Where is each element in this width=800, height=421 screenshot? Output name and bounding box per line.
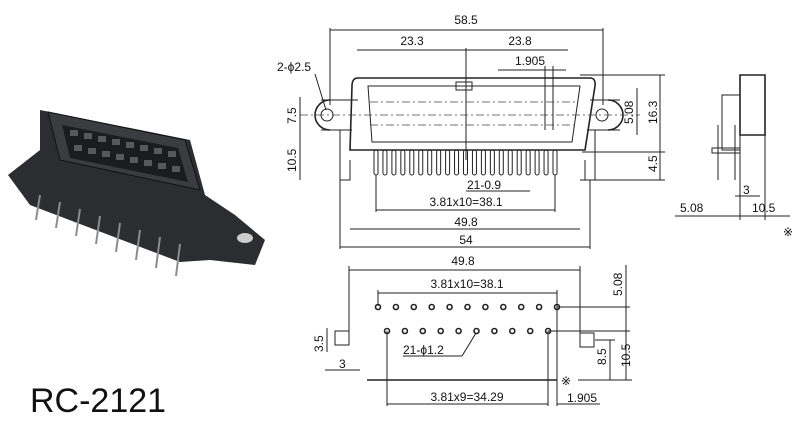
connector-photo-image <box>8 110 265 277</box>
pcb-hole <box>446 303 453 311</box>
pcb-dim-width: 49.8 <box>451 254 475 268</box>
dim-base-width: 54 <box>459 233 473 247</box>
pcb-hole <box>535 303 543 311</box>
front-pin <box>382 149 388 176</box>
pcb-hole <box>437 327 445 335</box>
pcb-hole <box>517 303 525 311</box>
front-pin <box>409 149 415 176</box>
front-pin <box>552 149 558 176</box>
side-dim-depth: 10.5 <box>752 201 776 215</box>
side-dim-pin-pos: 3 <box>743 183 750 197</box>
pcb-dim-top-row-span: 3.81x10=38.1 <box>430 277 503 291</box>
dim-pin-length: 10.5 <box>285 148 299 172</box>
front-pin <box>525 149 531 176</box>
pcb-hole <box>508 327 516 335</box>
pcb-note-mark: ※ <box>561 374 571 388</box>
pcb-hole <box>464 303 471 311</box>
dim-mount-holes: 2-ϕ2.5 <box>277 60 311 74</box>
pcb-dim-row-pitch: 5.08 <box>611 272 625 296</box>
pcb-hole <box>374 303 382 311</box>
front-pin <box>400 149 406 176</box>
pcb-hole <box>499 303 507 311</box>
front-view: 58.5 23.3 23.8 1.905 2-ϕ2.5 7.5 10.5 5.0… <box>277 13 665 249</box>
dim-lower-height: 4.5 <box>646 155 660 172</box>
dim-left-half: 23.3 <box>400 34 424 48</box>
front-pin <box>507 149 513 176</box>
front-pin <box>489 149 495 176</box>
front-pin <box>480 149 486 176</box>
front-pin <box>454 149 460 176</box>
dim-body-width: 49.8 <box>454 215 478 229</box>
model-number: RC-2121 <box>30 382 167 420</box>
pcb-dim-depth: 10.5 <box>619 343 633 367</box>
front-pin <box>418 149 424 176</box>
front-pin <box>391 149 397 176</box>
dim-pin-count-dia: 21-0.9 <box>467 178 501 192</box>
dim-overall-width: 58.5 <box>454 13 478 27</box>
pcb-dim-hole-dia: 21-ϕ1.2 <box>403 343 444 357</box>
pcb-dim-bottom-row-span: 3.81x9=34.29 <box>430 390 503 404</box>
front-pin <box>498 149 504 176</box>
front-pin <box>543 149 549 176</box>
dim-hole-height: 7.5 <box>285 107 299 124</box>
front-pin <box>516 149 522 176</box>
pcb-hole <box>526 327 534 335</box>
dim-row-pitch: 5.08 <box>622 100 636 124</box>
dim-pin-span: 3.81x10=38.1 <box>429 195 502 209</box>
pcb-hole <box>491 327 498 335</box>
front-pin <box>427 149 433 176</box>
pcb-hole <box>401 327 409 335</box>
dim-body-height: 16.3 <box>646 100 660 124</box>
pcb-dim-slot-offset: 8.5 <box>595 348 609 365</box>
front-pin <box>436 149 442 176</box>
front-pin <box>471 149 477 176</box>
dim-pin-offset: 1.905 <box>515 54 545 68</box>
pcb-hole <box>410 303 418 311</box>
pcb-dim-slot-h: 3.5 <box>312 335 326 352</box>
pcb-holes <box>374 303 561 335</box>
pcb-dim-offset: 1.905 <box>567 391 597 405</box>
side-view: 3 5.08 10.5 ※ <box>675 74 793 239</box>
side-note-mark: ※ <box>783 225 793 239</box>
side-dim-front-offset: 5.08 <box>680 201 704 215</box>
front-pin <box>534 149 540 176</box>
dim-right-half: 23.8 <box>508 34 532 48</box>
pcb-hole <box>392 303 400 311</box>
pcb-layout: 49.8 3.81x10=38.1 5.08 21-ϕ1.2 3.5 3 8.5… <box>312 254 633 406</box>
pcb-dim-slot-w: 3 <box>339 357 346 371</box>
pcb-hole <box>455 327 462 335</box>
pcb-hole <box>482 303 489 311</box>
pcb-hole <box>428 303 436 311</box>
front-pin <box>445 149 451 176</box>
front-pin <box>373 149 379 176</box>
pcb-hole <box>419 327 427 335</box>
pcb-hole <box>473 327 480 335</box>
